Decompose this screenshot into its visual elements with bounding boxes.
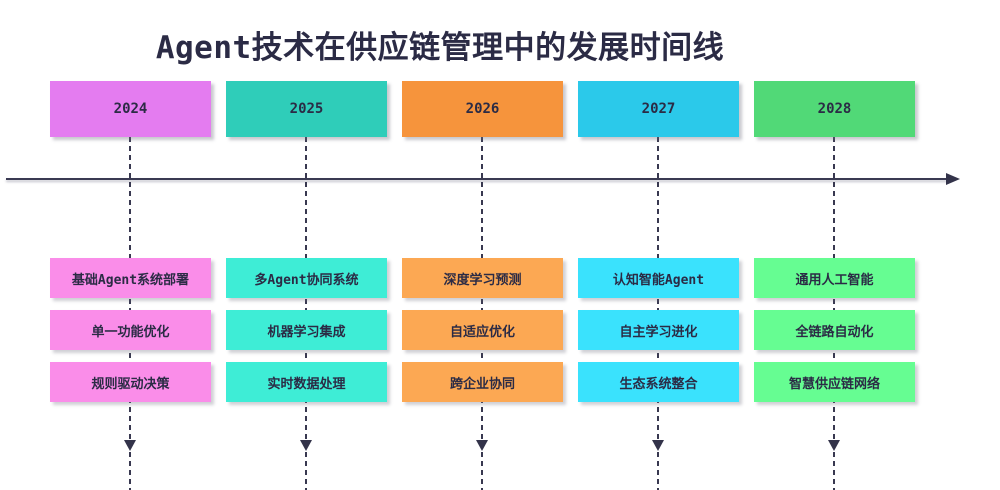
timeline-axis-line [6, 178, 947, 180]
down-arrowhead-icon [476, 440, 488, 451]
milestone-box: 自适应优化 [402, 310, 563, 350]
year-box-2024: 2024 [50, 81, 211, 137]
timeline-column-2027: 2027 认知智能Agent 自主学习进化 生态系统整合 [578, 81, 739, 490]
timeline-column-2028: 2028 通用人工智能 全链路自动化 智慧供应链网络 [754, 81, 915, 490]
milestone-box: 机器学习集成 [226, 310, 387, 350]
year-box-2027: 2027 [578, 81, 739, 137]
milestone-box: 深度学习预测 [402, 258, 563, 298]
milestone-box: 全链路自动化 [754, 310, 915, 350]
timeline-column-2026: 2026 深度学习预测 自适应优化 跨企业协同 [402, 81, 563, 490]
milestone-box: 规则驱动决策 [50, 362, 211, 402]
milestone-box: 生态系统整合 [578, 362, 739, 402]
down-arrowhead-icon [652, 440, 664, 451]
down-arrowhead-icon [300, 440, 312, 451]
year-box-2025: 2025 [226, 81, 387, 137]
milestone-box: 认知智能Agent [578, 258, 739, 298]
milestone-box: 通用人工智能 [754, 258, 915, 298]
timeline-column-2025: 2025 多Agent协同系统 机器学习集成 实时数据处理 [226, 81, 387, 490]
milestone-box: 单一功能优化 [50, 310, 211, 350]
down-arrowhead-icon [828, 440, 840, 451]
milestone-box: 自主学习进化 [578, 310, 739, 350]
milestone-box: 智慧供应链网络 [754, 362, 915, 402]
diagram-title: Agent技术在供应链管理中的发展时间线 [155, 30, 725, 66]
year-box-2026: 2026 [402, 81, 563, 137]
milestone-box: 基础Agent系统部署 [50, 258, 211, 298]
milestone-box: 实时数据处理 [226, 362, 387, 402]
milestone-box: 跨企业协同 [402, 362, 563, 402]
year-box-2028: 2028 [754, 81, 915, 137]
milestone-box: 多Agent协同系统 [226, 258, 387, 298]
timeline-column-2024: 2024 基础Agent系统部署 单一功能优化 规则驱动决策 [50, 81, 211, 490]
timeline-axis-arrowhead-icon [946, 173, 960, 185]
down-arrowhead-icon [124, 440, 136, 451]
